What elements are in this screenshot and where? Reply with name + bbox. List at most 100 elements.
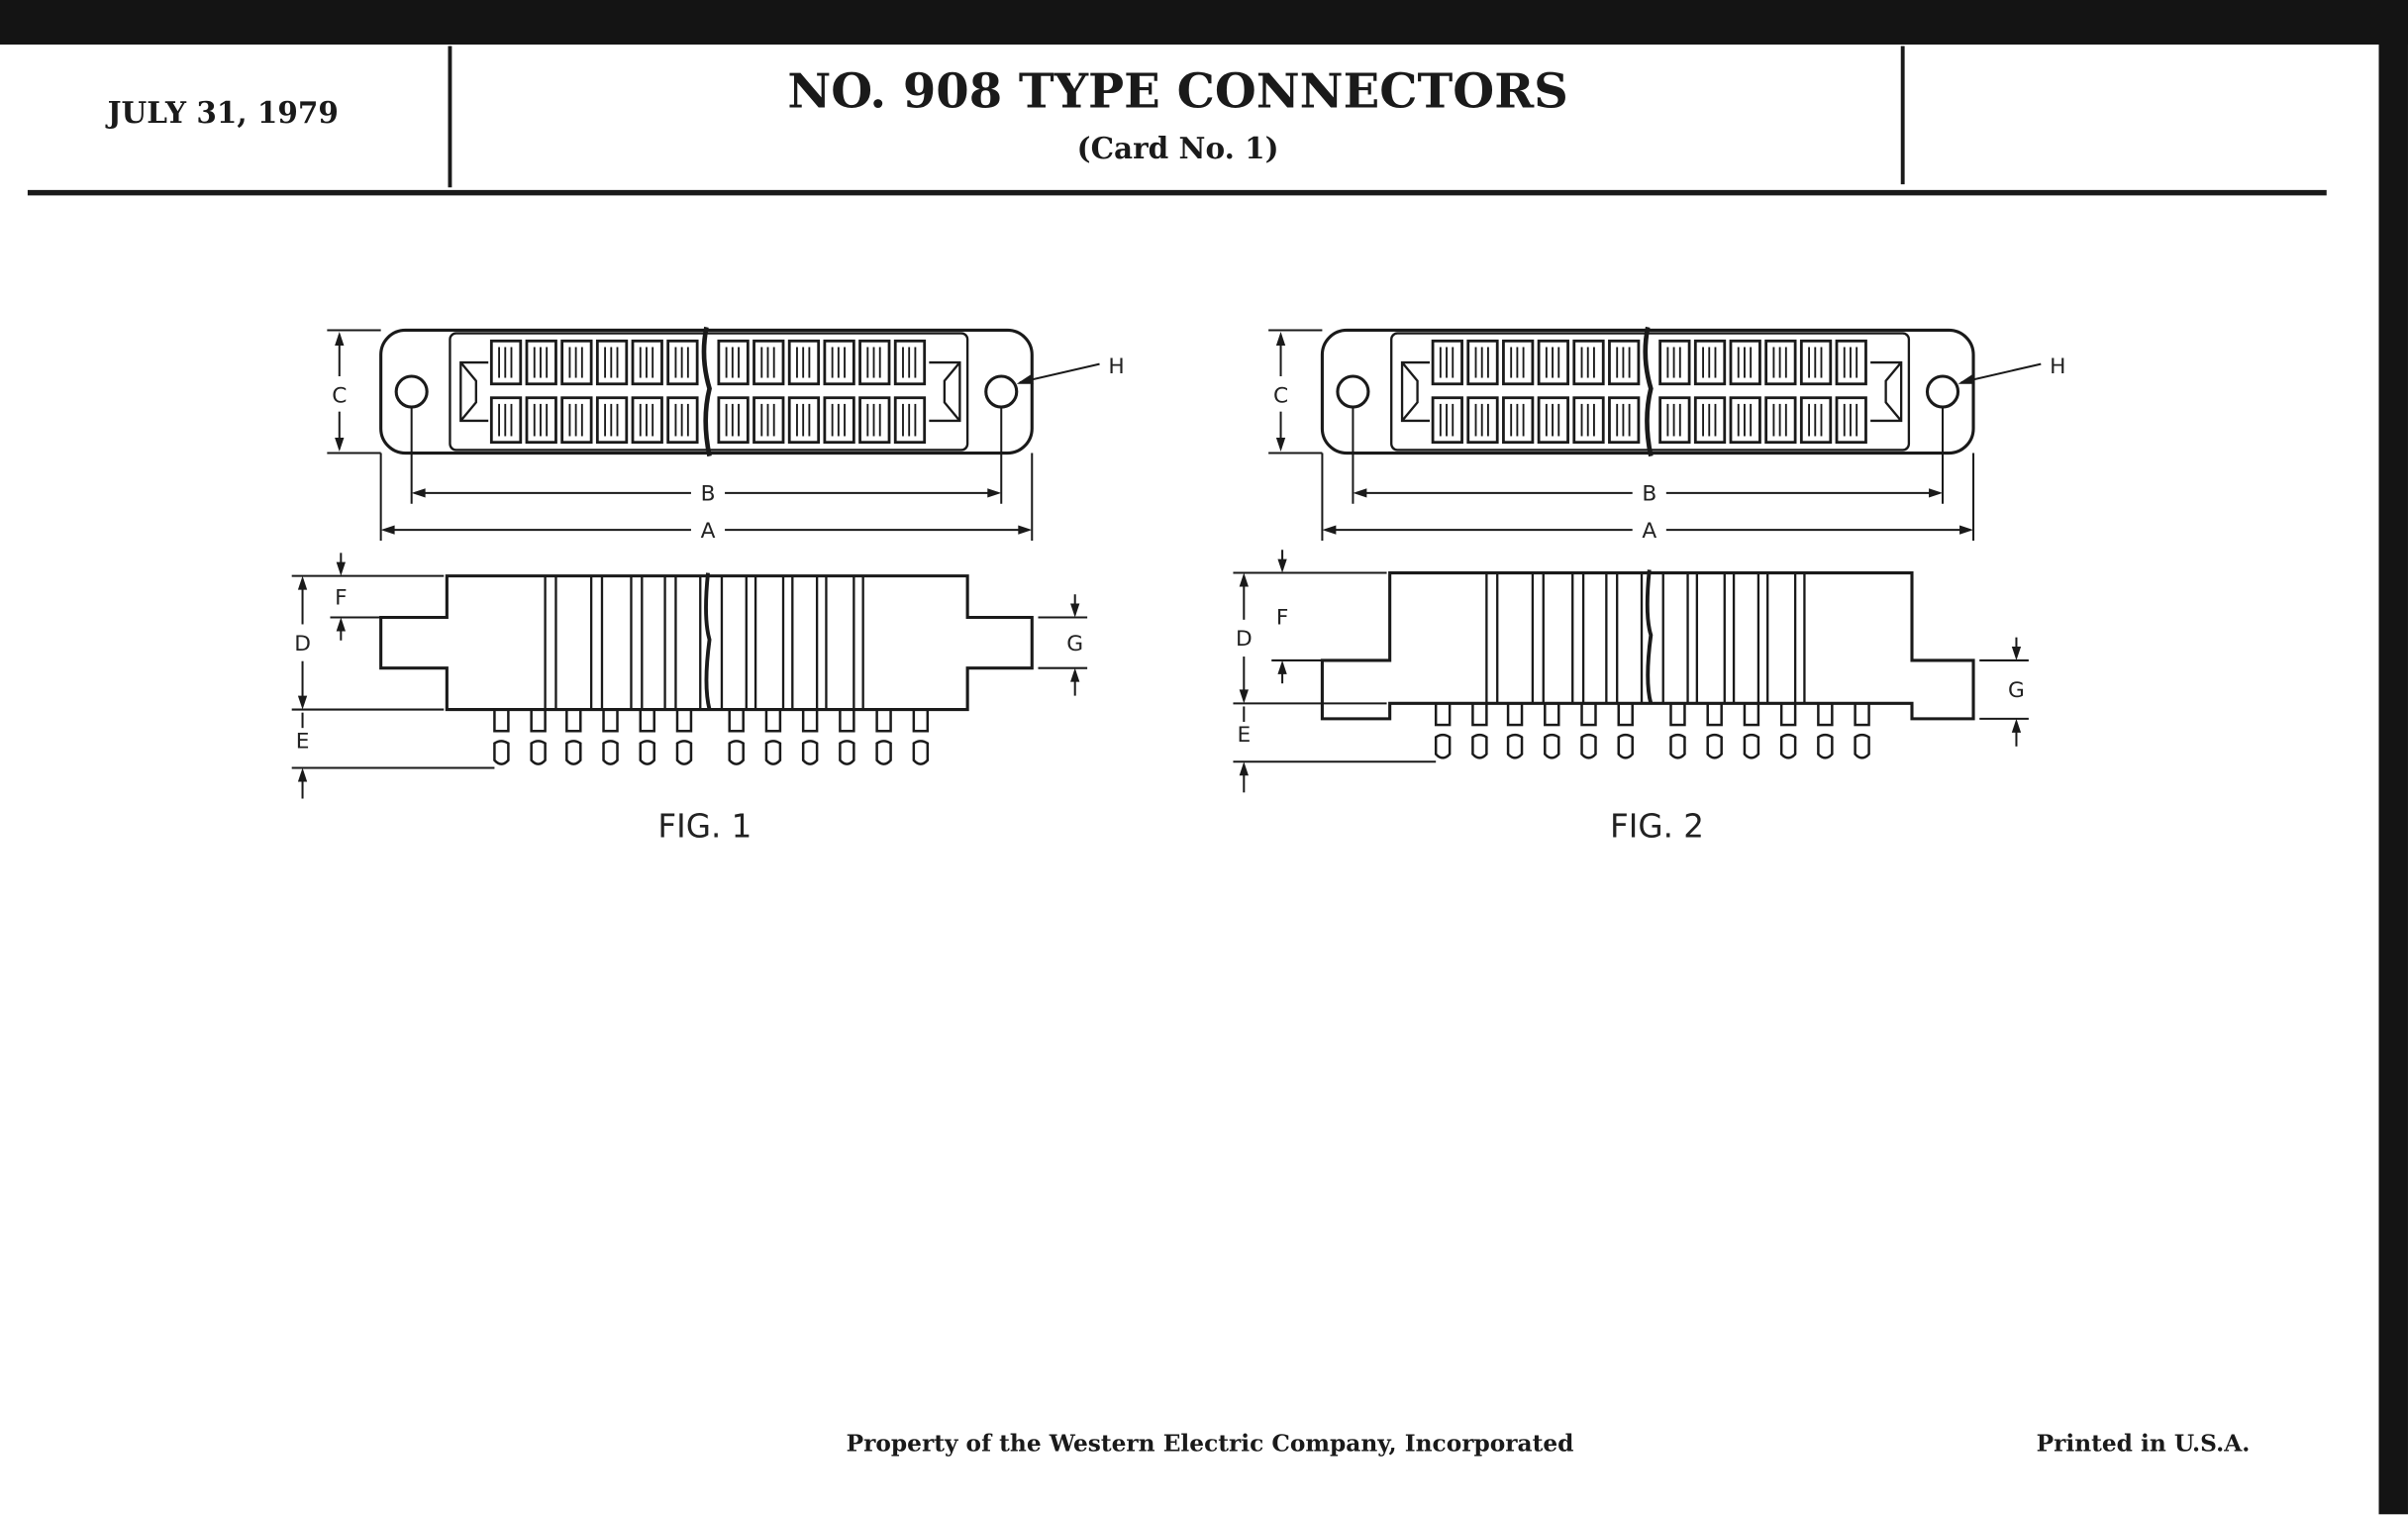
end-key-right <box>1870 360 1903 423</box>
pin-tip <box>1779 733 1797 759</box>
contact-top-row <box>787 339 821 386</box>
arrowhead <box>1322 525 1337 535</box>
contact-top-row <box>1466 339 1499 386</box>
contact-top-row <box>525 339 557 386</box>
terminal-pin <box>1506 702 1524 727</box>
contact-top-row <box>1693 339 1727 386</box>
pin-tip <box>801 740 819 765</box>
contact-top-row <box>1537 339 1569 386</box>
dimension-label-h: H <box>2050 354 2065 379</box>
terminal-pin <box>839 708 855 733</box>
pin-tip <box>1706 733 1723 759</box>
pin-tip <box>1471 733 1488 759</box>
contact-bottom-row <box>1658 396 1691 445</box>
pin-tip <box>602 740 619 765</box>
contact-top-row <box>1764 339 1797 386</box>
contact-bottom-row <box>560 396 593 445</box>
dimension-label-e: E <box>296 729 310 754</box>
contact-top-row <box>858 339 891 386</box>
pin-tip <box>1580 733 1597 759</box>
dimension-label-e: E <box>1237 723 1251 748</box>
contact-bottom-row <box>1572 396 1605 445</box>
contact-top-row <box>666 339 699 386</box>
arrowhead <box>1929 488 1944 498</box>
pin-tip <box>565 740 582 765</box>
contact-bottom-row <box>595 396 629 445</box>
terminal-pin <box>1434 702 1452 727</box>
dimension-line <box>1019 362 1100 384</box>
dimension-label-b: B <box>1642 482 1656 507</box>
dimension-label-f: F <box>1276 605 1288 630</box>
pin-tip <box>1617 733 1634 759</box>
arrowhead <box>297 575 308 590</box>
pin-tip <box>912 740 930 765</box>
contact-bottom-row <box>489 396 523 445</box>
arrowhead <box>297 695 308 710</box>
pin-tip <box>1506 733 1524 759</box>
end-key-left <box>1400 360 1430 423</box>
arrowhead <box>411 488 426 498</box>
contact-top-row <box>1572 339 1605 386</box>
terminal-pin <box>1743 702 1760 727</box>
connector-side-view <box>379 574 1034 712</box>
arrowhead <box>1239 689 1249 704</box>
terminal-pin <box>1544 702 1560 727</box>
contact-bottom-row <box>666 396 699 445</box>
terminal-pin <box>875 708 892 733</box>
contact-bottom-row <box>525 396 557 445</box>
contact-bottom-row <box>752 396 785 445</box>
figure-1-label: FIG. 1 <box>657 807 752 845</box>
contact-top-row <box>1835 339 1867 386</box>
arrowhead <box>335 438 345 452</box>
arrowhead <box>1277 558 1287 573</box>
contact-top-row <box>560 339 593 386</box>
contact-top-row <box>1799 339 1833 386</box>
contact-top-row <box>1658 339 1691 386</box>
terminal-pin <box>493 708 510 733</box>
contact-bottom-row <box>631 396 663 445</box>
pin-tip <box>530 740 547 765</box>
dimension-label-a: A <box>1642 519 1656 544</box>
contact-bottom-row <box>823 396 855 445</box>
break-line-side <box>704 572 712 711</box>
terminal-pin <box>1854 702 1870 727</box>
arrowhead <box>987 488 1002 498</box>
contact-bottom-row <box>1537 396 1569 445</box>
footer-printed: Printed in U.S.A. <box>2036 1429 2251 1458</box>
break-line-top <box>1643 326 1654 457</box>
contact-bottom-row <box>1502 396 1535 445</box>
contact-bottom-row <box>1431 396 1463 445</box>
terminal-pin <box>1471 702 1488 727</box>
break-line-side <box>1645 569 1654 704</box>
arrowhead <box>2011 718 2022 733</box>
arrowhead <box>1239 572 1249 587</box>
arrowhead <box>1353 488 1367 498</box>
pin-tip <box>639 740 655 765</box>
arrowhead <box>1239 761 1249 776</box>
dimension-label-d: D <box>294 632 311 656</box>
terminal-pin <box>675 708 693 733</box>
pin-tip <box>1434 733 1452 759</box>
arrowhead <box>1275 438 1286 452</box>
contact-top-row <box>631 339 663 386</box>
arrowhead <box>380 525 395 535</box>
arrowhead <box>1070 603 1080 618</box>
pin-tip <box>1817 733 1834 759</box>
terminal-pin <box>1580 702 1597 727</box>
contact-bottom-row <box>893 396 927 445</box>
contact-top-row <box>823 339 855 386</box>
arrowhead <box>1277 659 1287 674</box>
arrowhead <box>336 561 346 576</box>
arrowhead <box>1957 374 1975 384</box>
mounting-hole-left <box>394 374 429 409</box>
end-key-left <box>459 360 489 423</box>
dimension-label-d: D <box>1236 627 1253 652</box>
terminal-pin <box>764 708 782 733</box>
contact-top-row <box>1431 339 1463 386</box>
contact-top-row <box>717 339 750 386</box>
pin-tip <box>493 740 510 765</box>
dimension-label-h: H <box>1108 354 1124 379</box>
